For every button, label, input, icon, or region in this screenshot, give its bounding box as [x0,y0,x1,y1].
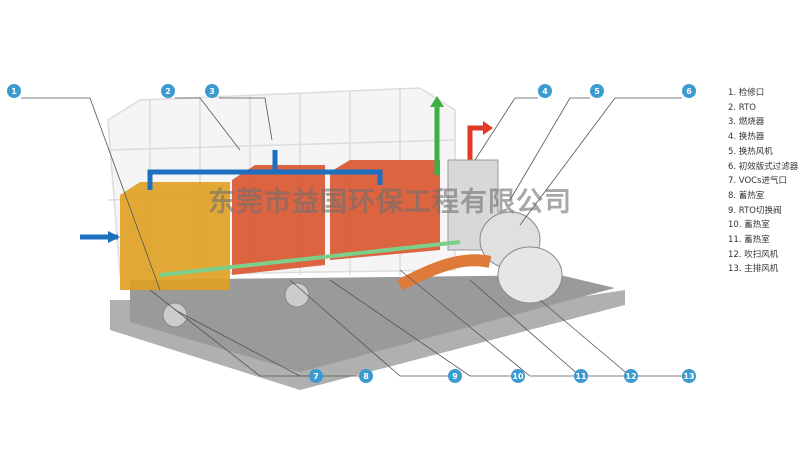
legend-item: 6. 初效版式过滤器 [728,161,799,172]
callout-13: 13 [682,369,696,383]
callout-2: 2 [161,84,175,98]
legend-item: 4. 换热器 [728,132,765,143]
legend-item: 8. 蓄热室 [728,190,765,201]
chamber-yellow [120,182,230,290]
red-arrow-head [483,121,493,135]
callout-9: 9 [448,369,462,383]
legend-item: 5. 换热风机 [728,146,773,157]
chamber-red-1 [232,165,325,275]
legend-item: 1. 检修口 [728,88,765,98]
legend: 1. 检修口 2. RTO 3. 燃烧器 4. 换热器 5. 换热风机 6. 初… [728,86,798,277]
callout-4: 4 [538,84,552,98]
watermark: 东莞市益国环保工程有限公司 [208,187,572,218]
callout-12: 12 [624,369,638,383]
legend-item: 10. 蓄热室 [728,220,770,231]
legend-item: 7. VOCs进气口 [728,176,788,187]
legend-item: 13. 主排风机 [728,264,779,275]
callout-10: 10 [511,369,525,383]
chamber-red-2 [330,160,440,260]
callout-7: 7 [309,369,323,383]
base-platform-top [130,275,615,372]
callout-3: 3 [205,84,219,98]
legend-item: 3. 燃烧器 [728,117,765,128]
main-fan [497,246,563,304]
switch-valve-2 [284,282,310,308]
legend-item: 2. RTO [728,102,756,113]
callout-5: 5 [590,84,604,98]
red-arrow [467,125,485,160]
legend-item: 12. 吹扫风机 [728,249,779,260]
callout-6: 6 [682,84,696,98]
legend-item: 9. RTO切换阀 [728,205,782,216]
green-pipe [159,240,461,277]
callout-11: 11 [574,369,588,383]
callout-1: 1 [7,84,21,98]
switch-valve-1 [162,302,188,328]
callout-8: 8 [359,369,373,383]
inlet-arrow [108,231,120,243]
leader-lines [21,97,682,377]
green-arrow-head [430,96,444,107]
legend-item: 11. 蓄热室 [728,235,770,246]
orange-duct [397,254,492,291]
